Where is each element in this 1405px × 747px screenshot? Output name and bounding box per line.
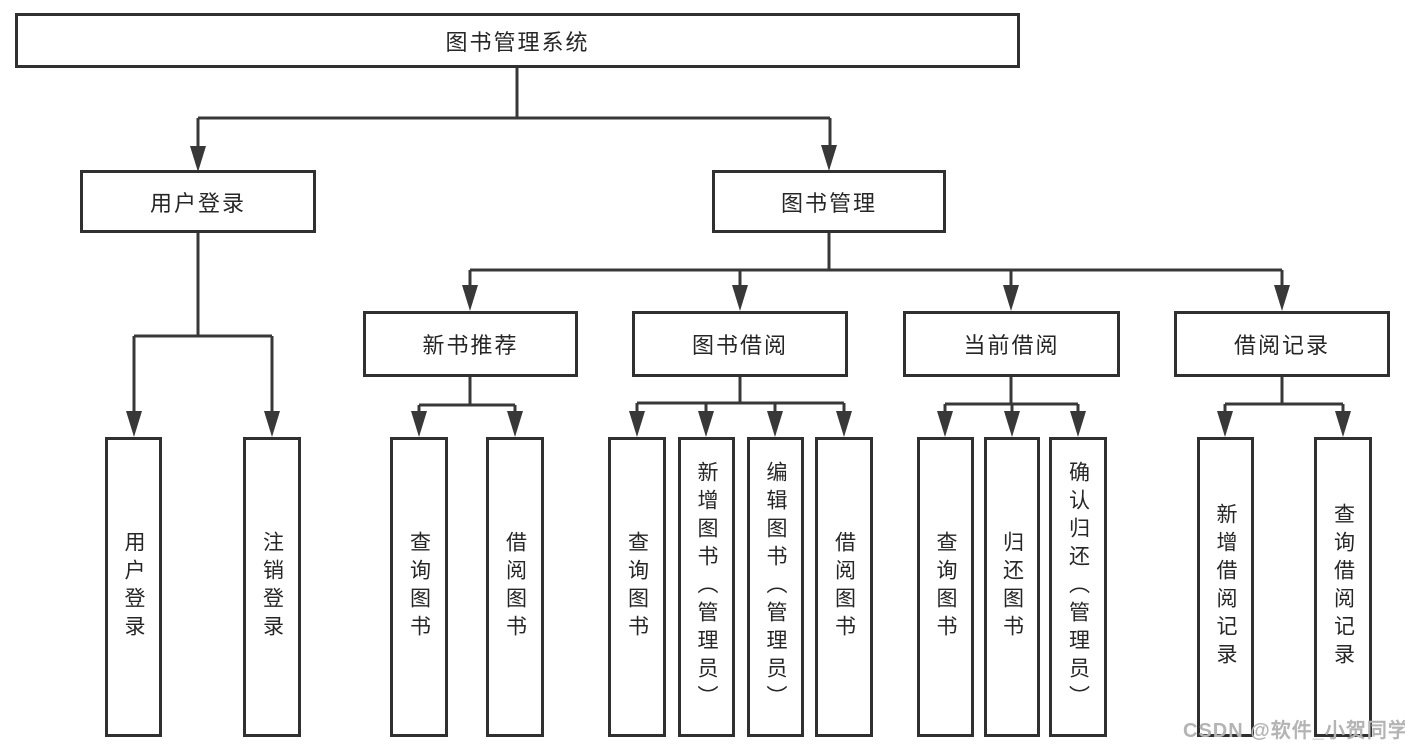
leaf-bb-borrow-books: 借阅图书 bbox=[815, 437, 873, 737]
leaf-bb-edit-books-admin: 编辑图书（管理员） bbox=[747, 437, 804, 737]
leaf-nbr-borrow-books: 借阅图书 bbox=[486, 437, 544, 737]
leaf-bb-query-books: 查询图书 bbox=[608, 437, 666, 737]
arrowheads bbox=[126, 145, 1351, 437]
node-library-management-system: 图书管理系统 bbox=[15, 13, 1020, 68]
node-book-management: 图书管理 bbox=[712, 170, 946, 233]
leaf-logout-login: 注销登录 bbox=[243, 437, 301, 737]
node-book-borrowing: 图书借阅 bbox=[632, 311, 848, 377]
node-new-book-recommendation: 新书推荐 bbox=[363, 311, 578, 377]
leaf-br-query-record: 查询借阅记录 bbox=[1314, 437, 1372, 737]
node-user-login: 用户登录 bbox=[80, 170, 316, 233]
leaf-cb-confirm-return-admin: 确认归还（管理员） bbox=[1049, 437, 1107, 737]
leaf-br-add-record: 新增借阅记录 bbox=[1197, 437, 1254, 737]
leaf-cb-query-books: 查询图书 bbox=[917, 437, 974, 737]
node-borrowing-records: 借阅记录 bbox=[1174, 311, 1390, 377]
leaf-bb-add-books-admin: 新增图书（管理员） bbox=[678, 437, 735, 737]
leaf-user-login: 用户登录 bbox=[105, 437, 162, 737]
leaf-cb-return-books: 归还图书 bbox=[984, 437, 1040, 737]
csdn-watermark: CSDN @软件_小贺同学 bbox=[1183, 720, 1405, 742]
leaf-nbr-query-books: 查询图书 bbox=[390, 437, 448, 737]
node-current-borrowing: 当前借阅 bbox=[903, 311, 1120, 377]
